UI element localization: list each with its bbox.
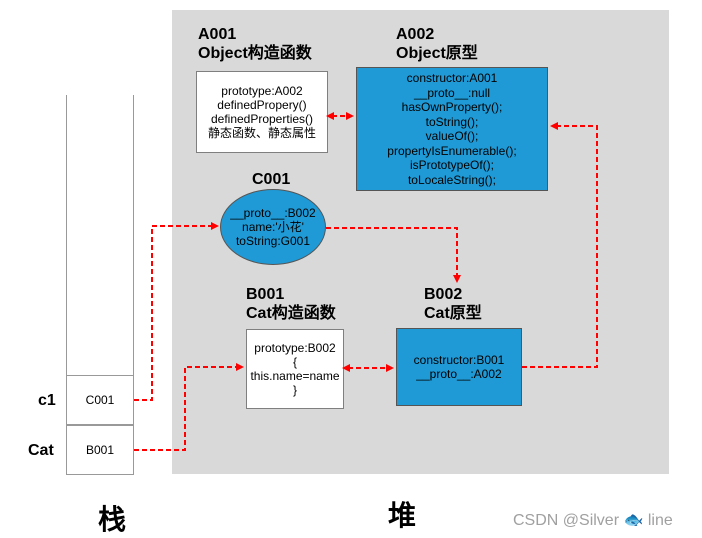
- stack-cell-cat: B001: [66, 425, 134, 475]
- a002-line: toLocaleString();: [407, 172, 497, 187]
- b002-heading: B002 Cat原型: [424, 285, 482, 323]
- a002-heading: A002 Object原型: [396, 25, 478, 63]
- b002-line: __proto__:A002: [416, 367, 502, 381]
- b001-line: }: [292, 383, 297, 397]
- a002-box: constructor:A001 __proto__:null hasOwnPr…: [356, 67, 548, 191]
- a002-line: __proto__:null: [413, 85, 491, 100]
- a001-heading: A001 Object构造函数: [198, 25, 312, 63]
- c001-heading: C001: [252, 170, 290, 189]
- stack-var-cat: Cat: [28, 442, 54, 459]
- stack-cell-value: B001: [85, 443, 115, 457]
- a002-line: constructor:A001: [406, 71, 498, 85]
- b002-line: constructor:B001: [413, 352, 505, 367]
- watermark-text: CSDN @Silver 🐟 line: [513, 512, 673, 529]
- a002-line: isPrototypeOf();: [409, 158, 495, 172]
- a002-id: A002: [396, 26, 435, 43]
- c001-id: C001: [252, 171, 291, 188]
- a001-line: definedPropery(): [217, 98, 307, 112]
- b002-box: constructor:B001 __proto__:A002: [396, 328, 522, 406]
- a001-line: definedProperties(): [210, 112, 314, 126]
- a001-line: prototype:A002: [221, 84, 303, 98]
- c001-line: __proto__:B002: [230, 206, 316, 220]
- b002-id: B002: [424, 286, 463, 303]
- b002-title: Cat原型: [424, 305, 482, 322]
- b001-line: this.name=name: [250, 369, 340, 383]
- stack-label: 栈: [98, 503, 127, 536]
- a001-line: 静态函数、静态属性: [207, 126, 316, 140]
- a001-box: prototype:A002 definedPropery() definedP…: [196, 71, 328, 153]
- a002-line: valueOf();: [425, 129, 479, 143]
- c001-ellipse: __proto__:B002 name:'小花' toString:G001: [220, 189, 326, 265]
- stack-cell-c1: C001: [66, 375, 134, 425]
- a002-line: hasOwnProperty();: [401, 100, 503, 114]
- stack-right-border: [133, 95, 134, 475]
- b001-heading: B001 Cat构造函数: [246, 285, 336, 323]
- b001-line: prototype:B002: [254, 341, 336, 355]
- a002-title: Object原型: [396, 45, 478, 62]
- b001-line: {: [292, 355, 297, 369]
- stack-left-border: [66, 95, 67, 475]
- a001-title: Object构造函数: [198, 45, 312, 62]
- a001-id: A001: [198, 26, 237, 43]
- b001-box: prototype:B002 { this.name=name }: [246, 329, 344, 409]
- c001-line: toString:G001: [235, 234, 311, 248]
- heap-label: 堆: [388, 499, 417, 532]
- stack-cell-value: C001: [85, 393, 115, 407]
- c001-line: name:'小花': [242, 220, 304, 234]
- a002-line: propertyIsEnumerable();: [387, 143, 517, 158]
- b001-title: Cat构造函数: [246, 305, 336, 322]
- a002-line: toString();: [425, 114, 479, 129]
- stack-var-c1: c1: [38, 392, 56, 409]
- b001-id: B001: [246, 286, 285, 303]
